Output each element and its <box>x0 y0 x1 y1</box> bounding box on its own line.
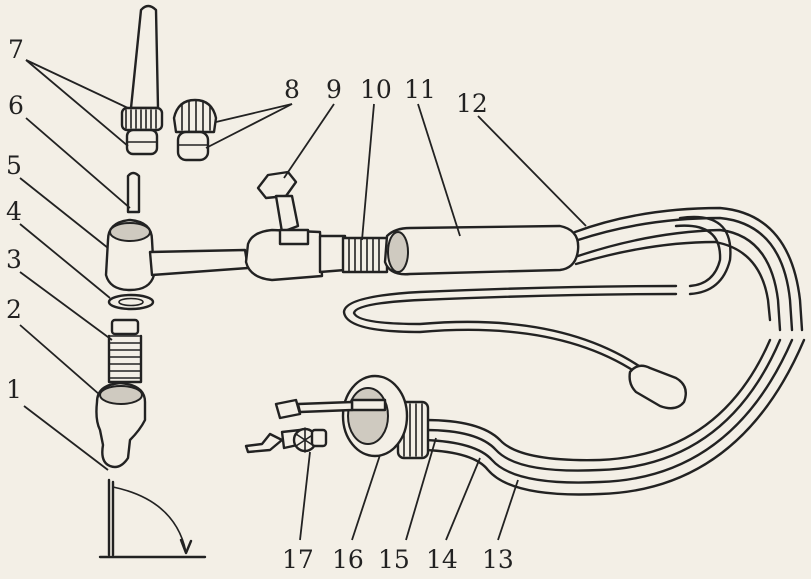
control-cable-part <box>342 284 687 410</box>
label-10: 10 <box>360 75 392 104</box>
label-16: 16 <box>332 545 364 574</box>
label-3: 3 <box>6 245 22 274</box>
lower-hoses-part <box>423 338 806 496</box>
label-7: 7 <box>8 35 24 64</box>
collet-part <box>107 318 143 384</box>
label-5: 5 <box>6 151 22 180</box>
electrode-part <box>126 171 141 214</box>
connector-part <box>341 374 430 460</box>
hose-bundle-part <box>573 206 804 332</box>
threaded-coupling-part <box>341 236 389 274</box>
washer-inner <box>118 297 144 307</box>
nozzle-part <box>95 381 147 469</box>
long-cap-part <box>120 4 164 156</box>
handle-part <box>383 224 580 276</box>
label-2: 2 <box>6 295 22 324</box>
angle-indicator <box>98 478 207 559</box>
label-14: 14 <box>426 545 458 574</box>
label-15: 15 <box>378 545 410 574</box>
fittings-part <box>244 398 354 454</box>
label-17: 17 <box>282 545 314 574</box>
washer-part <box>107 293 155 311</box>
label-6: 6 <box>8 91 24 120</box>
label-8: 8 <box>284 75 300 104</box>
label-4: 4 <box>6 197 22 226</box>
short-cap-part <box>172 98 218 162</box>
gas-valve-part <box>244 170 347 282</box>
leader-lines <box>19 59 587 541</box>
torch-head-part <box>104 218 250 292</box>
label-13: 13 <box>482 545 514 574</box>
label-12: 12 <box>456 89 488 118</box>
label-9: 9 <box>326 75 342 104</box>
label-11: 11 <box>404 75 436 104</box>
label-1: 1 <box>6 375 22 404</box>
